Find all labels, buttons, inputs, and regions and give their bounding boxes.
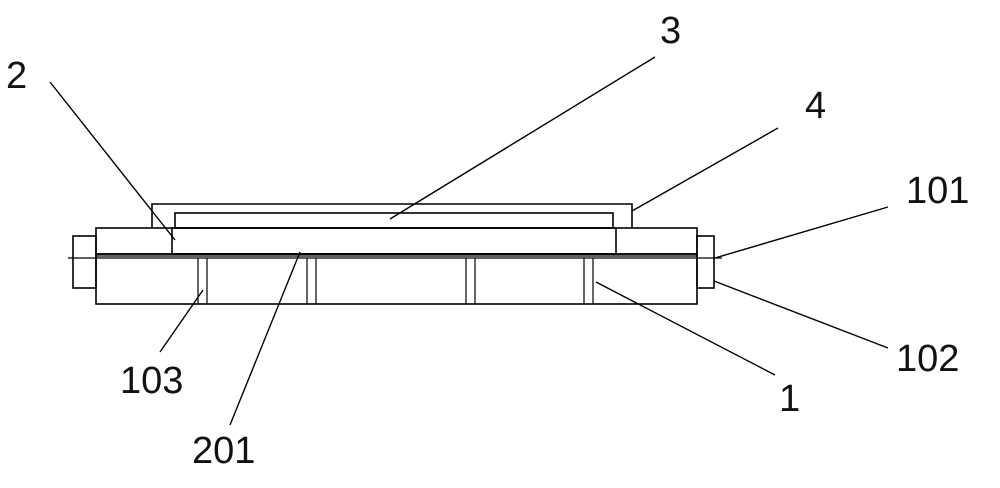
leader-2: [49, 81, 176, 241]
leader-3: [389, 56, 656, 220]
leader-102: [713, 280, 889, 349]
left-end-cap: [72, 235, 97, 289]
layer-part-2: [171, 227, 617, 255]
right-end-cap-101: [696, 235, 715, 289]
label-1: 1: [779, 378, 801, 420]
label-201: 201: [192, 430, 256, 472]
leader-101: [714, 206, 889, 259]
body-upper-band: [95, 227, 698, 255]
cover-part-4: [151, 203, 633, 228]
leader-1: [595, 281, 776, 376]
leader-4: [631, 127, 779, 212]
label-102: 102: [896, 338, 960, 380]
plate-part-3: [174, 212, 614, 229]
label-2: 2: [6, 55, 28, 97]
label-103: 103: [120, 360, 184, 402]
leader-201: [229, 251, 301, 426]
body-part-1: [95, 253, 698, 305]
label-3: 3: [660, 10, 682, 52]
leader-103: [159, 289, 204, 353]
label-4: 4: [805, 85, 827, 127]
label-101: 101: [906, 170, 970, 212]
